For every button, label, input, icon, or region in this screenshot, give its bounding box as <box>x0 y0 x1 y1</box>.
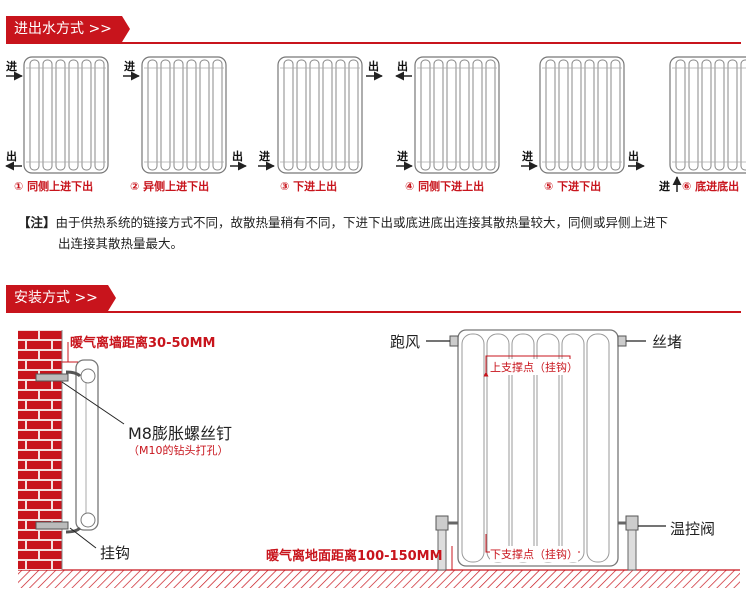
inlet-label: 进 <box>6 60 17 73</box>
inlet-arrow-icon <box>123 71 140 81</box>
inlet-arrow-icon <box>396 161 413 171</box>
inlet-label: 进 <box>259 150 270 163</box>
valve-icon <box>435 515 639 571</box>
vent-label: 跑风 <box>390 333 421 351</box>
inlet-arrow-icon <box>672 176 682 192</box>
outlet-label: 出 <box>232 150 243 163</box>
radiator-icon <box>141 56 227 174</box>
hook-label: 挂钩 <box>100 544 131 562</box>
note-tag: 【注】 <box>18 215 56 230</box>
inlet-arrow-icon <box>258 161 275 171</box>
side-radiator <box>75 359 99 531</box>
outlet-arrow-icon <box>366 71 383 81</box>
brick-wall <box>18 330 62 570</box>
lower-support-label: 下支撑点（挂钩） <box>490 546 578 562</box>
floor-hatch <box>18 570 740 588</box>
method-caption: ④ 同侧下进上出 <box>405 180 485 193</box>
outlet-arrow-icon <box>230 161 247 171</box>
outlet-label: 出 <box>397 60 408 73</box>
note-line-2: 出连接其散热量最大。 <box>58 236 184 251</box>
inlet-arrow-icon <box>6 71 23 81</box>
section-header-installation: 安装方式 >> <box>6 285 741 313</box>
inlet-label: 进 <box>124 60 135 73</box>
radiator-icon <box>23 56 109 174</box>
method-caption: ① 同侧上进下出 <box>14 180 94 193</box>
upper-support-label: 上支撑点（挂钩） <box>490 359 578 375</box>
front-radiator <box>457 329 619 567</box>
outlet-label: 出 <box>628 150 639 163</box>
installation-diagram <box>18 329 740 588</box>
note-text: 【注】由于供热系统的链接方式不同，故散热量稍有不同，下进下出或底进底出连接其散热… <box>18 212 740 254</box>
method-caption: ⑥ 底进底出 <box>682 180 740 193</box>
method-caption: ② 异侧上进下出 <box>130 180 210 193</box>
outlet-label: 出 <box>368 60 379 73</box>
note-line-1: 由于供热系统的链接方式不同，故散热量稍有不同，下进下出或底进底出连接其散热量较大… <box>55 215 669 230</box>
outlet-label: 出 <box>6 150 17 163</box>
bolt-label: M8膨胀螺丝钉 <box>128 424 232 443</box>
outlet-arrow-icon <box>5 161 22 171</box>
outlet-arrow-icon <box>628 161 645 171</box>
method-caption: ③ 下进上出 <box>280 180 338 193</box>
radiator-icon <box>277 56 363 174</box>
radiator-icon <box>414 56 500 174</box>
radiator-clip <box>668 56 746 174</box>
outlet-arrow-icon <box>395 71 412 81</box>
inlet-label: 进 <box>522 150 533 163</box>
radiator-icon <box>669 56 746 174</box>
valve-label: 温控阀 <box>670 520 716 538</box>
section-title: 进出水方式 >> <box>6 16 130 42</box>
section-title: 安装方式 >> <box>6 285 116 311</box>
bolt-note-label: （M10的钻头打孔） <box>128 444 229 457</box>
inlet-label: 进 <box>659 180 670 193</box>
plug-label: 丝堵 <box>652 333 683 351</box>
wall-distance-label: 暖气离墙距离30-50MM <box>70 336 216 351</box>
floor-distance-label: 暖气离地面距离100-150MM <box>266 549 443 564</box>
inlet-arrow-icon <box>521 161 538 171</box>
radiator-icon <box>539 56 625 174</box>
inlet-label: 进 <box>397 150 408 163</box>
method-caption: ⑤ 下进下出 <box>544 180 602 193</box>
section-header-inlet-outlet: 进出水方式 >> <box>6 16 741 44</box>
